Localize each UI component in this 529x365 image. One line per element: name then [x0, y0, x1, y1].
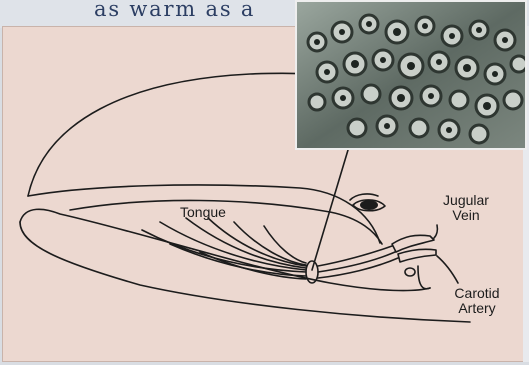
- carotid-label-line1: Carotid: [446, 286, 508, 301]
- jugular-label-line2: Vein: [436, 208, 496, 223]
- baleen-curve: [70, 200, 382, 244]
- jugular-vein-label: Jugular Vein: [436, 193, 496, 223]
- jugular-label-line1: Jugular: [436, 193, 496, 208]
- eye-brow: [350, 194, 378, 200]
- lower-jaw-bottom: [20, 222, 470, 322]
- carotid-artery-label: Carotid Artery: [446, 286, 508, 316]
- jugular-pointer: [434, 225, 437, 238]
- tongue-label: Tongue: [180, 205, 226, 220]
- barnacle-photo-image: [297, 2, 527, 150]
- throat-line: [418, 266, 430, 289]
- carotid-artery-vessel: [398, 249, 436, 262]
- barnacle-photo: [295, 0, 527, 150]
- bundle-to-vessels-2: [318, 258, 398, 278]
- eye-pupil: [360, 200, 378, 210]
- carotid-label-line2: Artery: [446, 301, 508, 316]
- carotid-pointer: [437, 256, 458, 283]
- vessel-node: [405, 268, 415, 276]
- bundle-to-vessels: [318, 246, 392, 266]
- bundle-to-vessels-3: [318, 252, 395, 272]
